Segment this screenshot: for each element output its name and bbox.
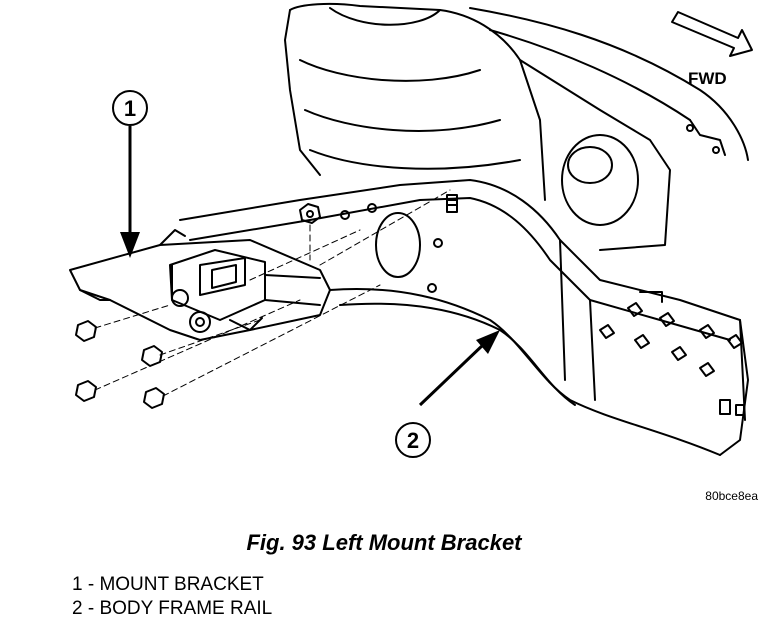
legend-item-2: 2 - BODY FRAME RAIL [72,598,273,619]
bolts [75,320,165,409]
callout-2: 2 [395,330,500,458]
strut-tower [284,2,546,201]
callout-1-number: 1 [124,96,136,121]
legend-item-1: 1 - MOUNT BRACKET [72,574,264,595]
rail-holes [599,302,745,416]
image-code: 80bce8ea [705,489,758,503]
callout-1: 1 [112,90,148,258]
rail-stud [446,194,458,213]
callout-2-number: 2 [407,428,419,453]
forward-arrow-icon: FWD [671,11,753,88]
frame-rail [179,179,749,456]
alignment-lines [94,189,451,397]
line-drawing: 1 2 FWD 80bce8ea [69,2,758,503]
direction-label: FWD [688,69,727,88]
figure-caption: Fig. 93 Left Mount Bracket [246,530,522,555]
fender-apron [469,7,749,251]
mount-bracket [69,229,331,341]
legend: 1 - MOUNT BRACKET 2 - BODY FRAME RAIL [72,573,272,621]
nut [299,203,321,224]
